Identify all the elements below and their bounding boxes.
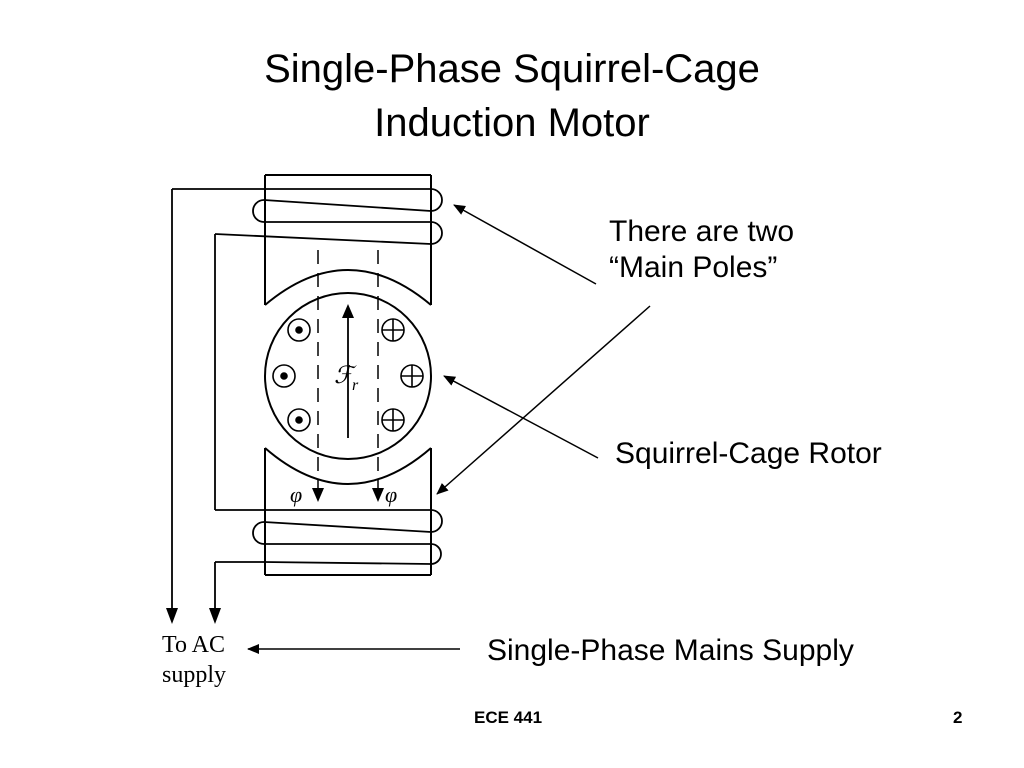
main-poles-arrow-top [453,204,597,285]
rotor-mmf-symbol: ℱ [334,363,357,389]
main-poles-note-line-2: “Main Poles” [609,251,778,284]
rotor-mmf-subscript: r [352,377,359,394]
ac-supply-line-2: supply [162,662,227,688]
rotor-mmf-arrowhead [342,304,354,318]
conductor-dot [287,408,311,432]
squirrel-cage-rotor [264,292,432,460]
footer-page-number: 2 [953,708,963,727]
top-main-pole [264,174,432,306]
bottom-main-pole [264,447,432,576]
flux-symbol-left: φ [290,482,302,507]
conductor-dot [287,318,311,342]
main-poles-note: There are two “Main Poles” [609,214,794,286]
callout-arrows [247,204,651,654]
rotor-arrow [443,375,599,459]
conductor-cross [400,364,424,388]
supply-leads [171,189,216,612]
title-line-1: Single-Phase Squirrel-Cage [264,47,760,91]
bottom-pole-winding [215,509,443,565]
flux-arrowhead-right [372,488,384,502]
conductor-cross [381,408,405,432]
main-poles-arrow-bottom [436,305,651,495]
conductor-cross [381,318,405,342]
ac-supply-line-1: To AC [162,632,225,658]
rotor-label: Squirrel-Cage Rotor [615,437,882,470]
flux-symbol-right: φ [385,482,397,507]
title-line-2: Induction Motor [374,101,650,145]
lead-arrowhead-right [209,608,221,624]
flux-paths [317,250,379,492]
supply-note: Single-Phase Mains Supply [487,634,854,667]
top-pole-winding [172,188,443,245]
conductor-dot [272,364,296,388]
slide-title: Single-Phase Squirrel-Cage Induction Mot… [0,42,1024,150]
ac-supply-label: To AC supply [162,630,226,690]
lead-arrowhead-left [166,608,178,624]
flux-arrowhead-left [312,488,324,502]
footer-course: ECE 441 [474,708,543,727]
main-poles-note-line-1: There are two [609,215,795,248]
